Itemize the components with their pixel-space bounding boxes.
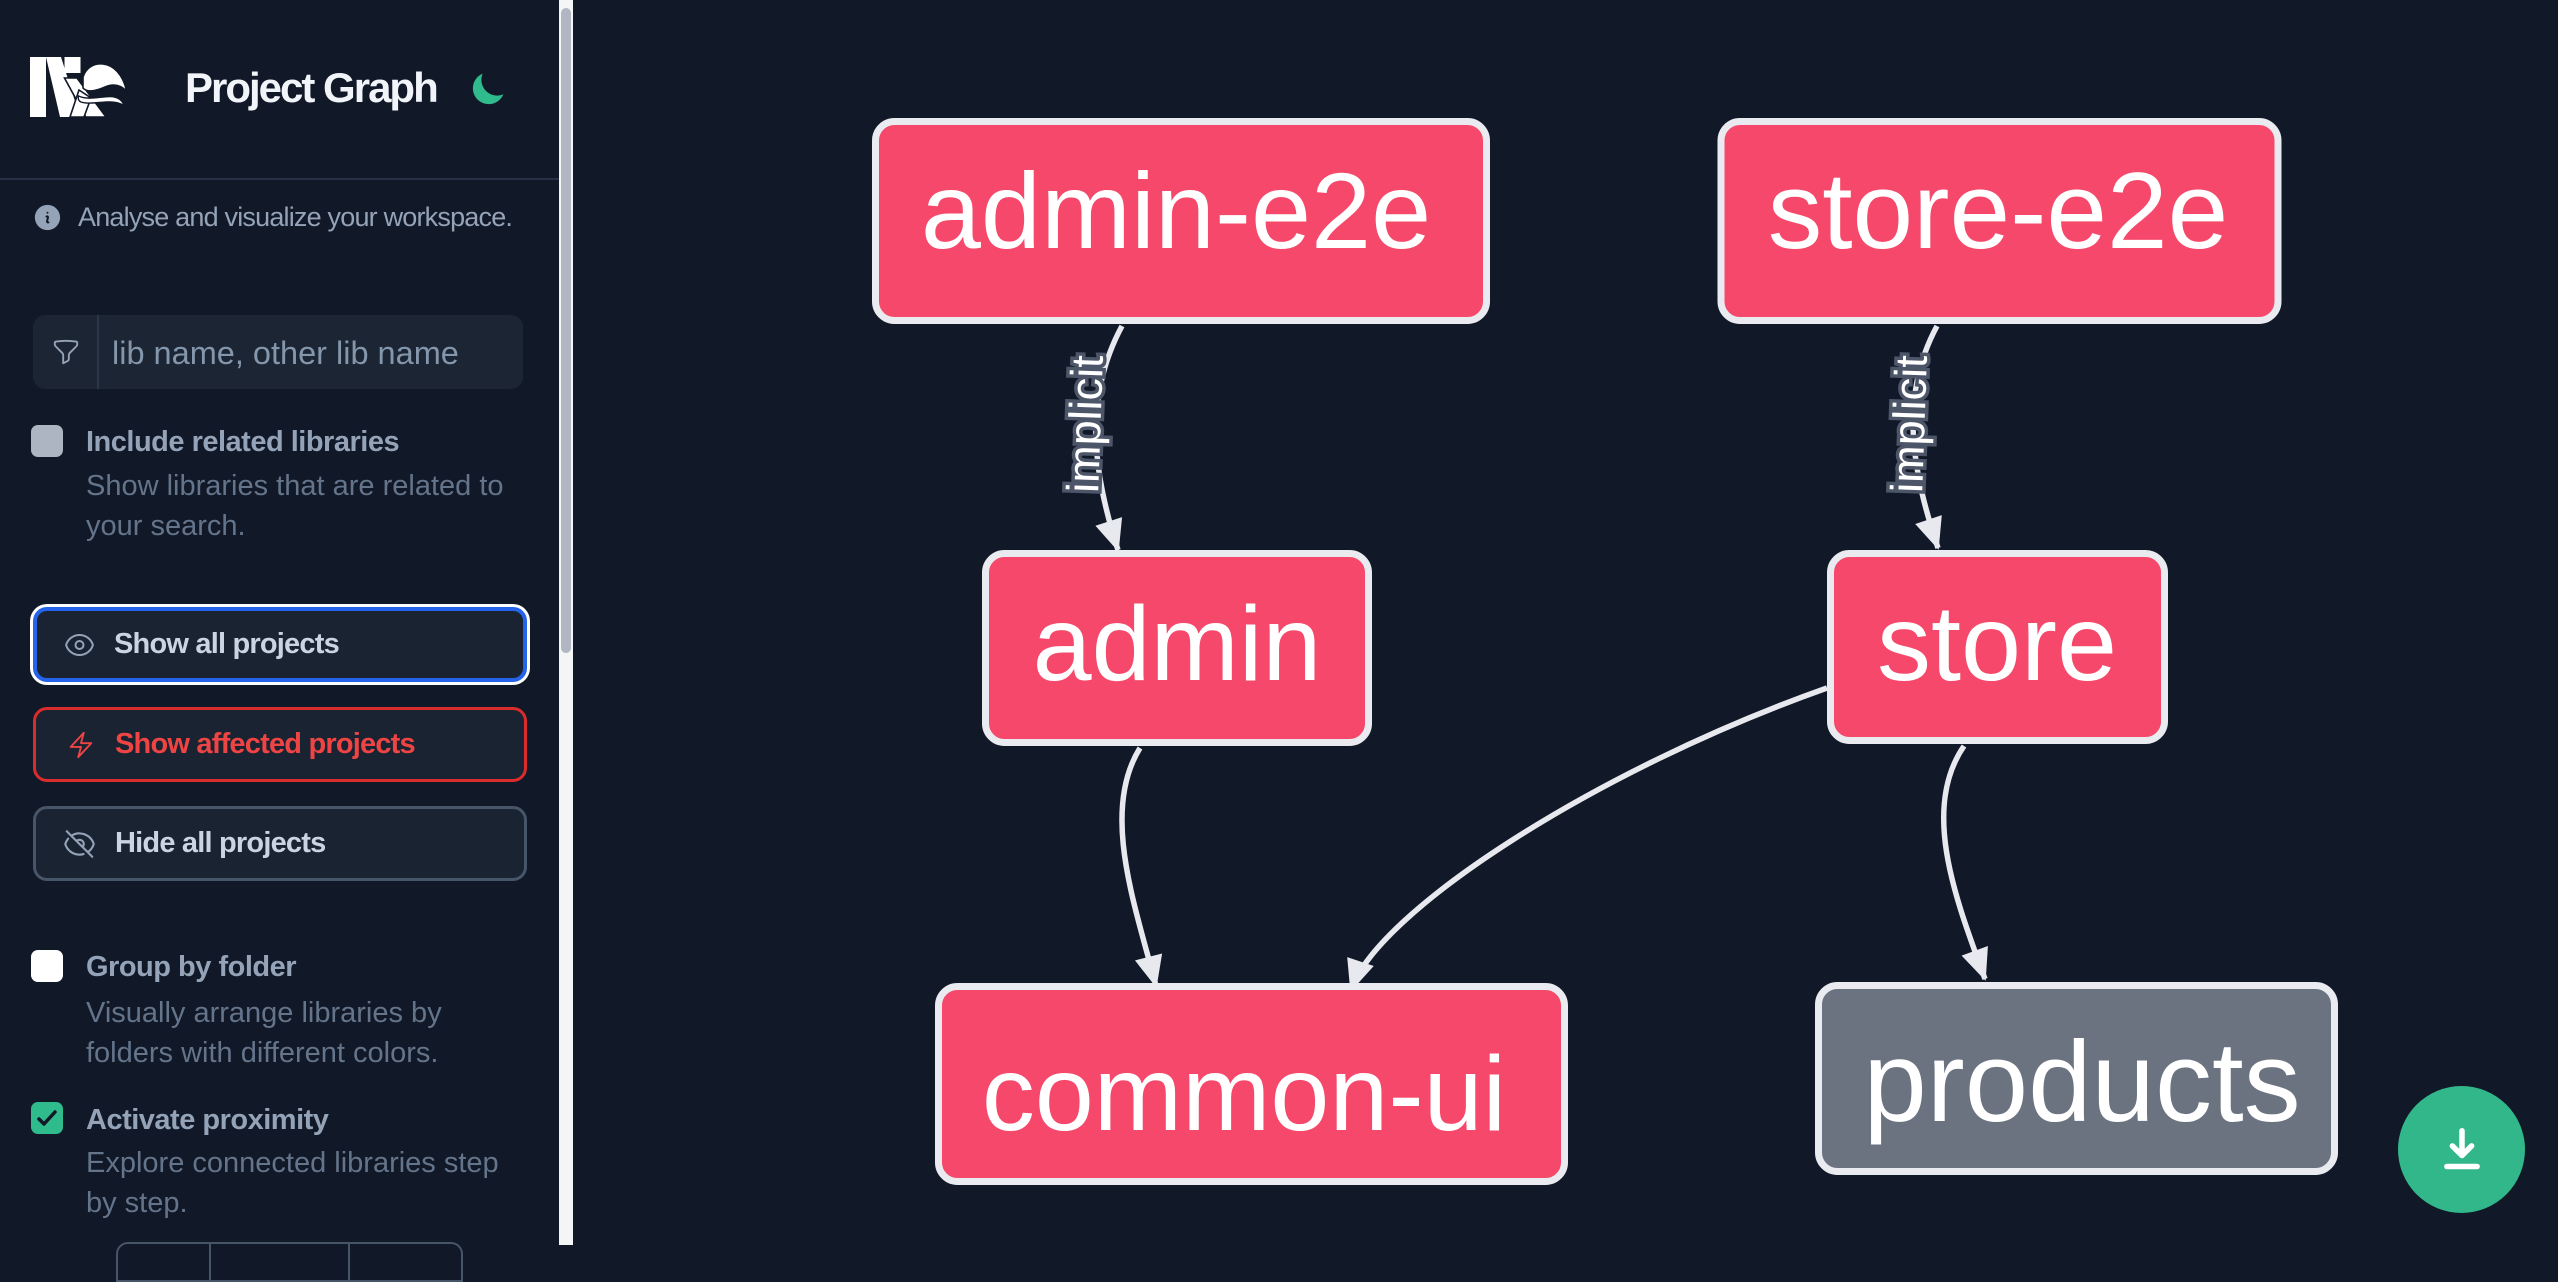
svg-text:products: products bbox=[1863, 1019, 2300, 1146]
svg-text:common-ui: common-ui bbox=[982, 1035, 1506, 1153]
svg-text:implicit: implicit bbox=[1057, 354, 1113, 494]
svg-text:store-e2e: store-e2e bbox=[1768, 150, 2228, 272]
svg-text:admin-e2e: admin-e2e bbox=[921, 150, 1431, 271]
svg-text:implicit: implicit bbox=[1881, 354, 1937, 494]
svg-text:store: store bbox=[1877, 582, 2117, 703]
svg-text:admin: admin bbox=[1033, 585, 1322, 703]
